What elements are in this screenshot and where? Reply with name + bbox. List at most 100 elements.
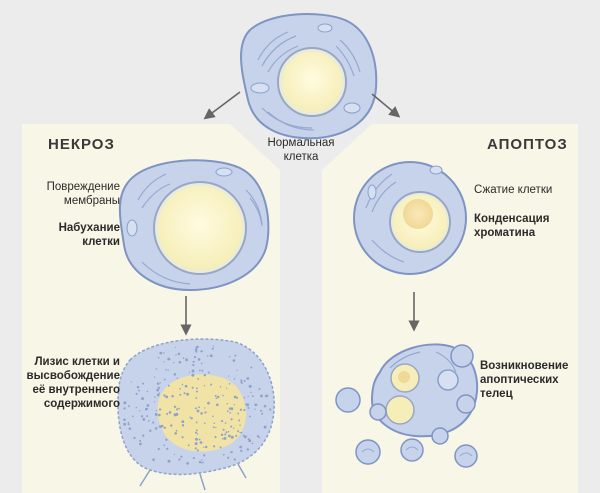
lysis-speck (194, 348, 198, 351)
lysis-speck (240, 379, 243, 382)
lysis-speck (224, 433, 227, 436)
lysis-speck (178, 360, 182, 364)
lysis-speck (228, 375, 230, 377)
lysis-speck (182, 357, 185, 359)
lysis-speck (179, 393, 182, 396)
lysis-speck (263, 425, 267, 429)
lysis-speck (195, 346, 199, 349)
lysis-speck (203, 454, 206, 457)
lysis-speck (238, 419, 241, 422)
lysis-speck (192, 457, 195, 459)
lysis-speck (198, 460, 202, 464)
lysis-speck (132, 415, 134, 418)
lysis-speck (146, 404, 150, 407)
lysis-speck (207, 401, 210, 405)
lysis-speck (194, 442, 198, 446)
lysis-speck (222, 453, 225, 456)
lysis-speck (234, 354, 237, 357)
lysis-speck (146, 390, 149, 393)
lysis-speck (222, 428, 225, 431)
lysis-speck (197, 358, 201, 361)
lysis-speck (136, 385, 140, 389)
lysis-speck (140, 415, 144, 418)
lysis-speck (196, 387, 198, 390)
lysis-speck (236, 369, 238, 371)
lysis-speck (198, 438, 201, 441)
lysis-speck (145, 407, 148, 410)
lysis-speck (166, 447, 169, 450)
lysis-speck (203, 374, 206, 377)
lysis-speck (221, 437, 224, 440)
lysis-speck (200, 412, 203, 415)
lysis-speck (123, 401, 127, 405)
lysis-speck (219, 386, 222, 388)
lysis-speck (215, 427, 217, 429)
lysis-speck (196, 449, 199, 452)
lysis-speck (230, 450, 233, 454)
lysis-speck (246, 377, 250, 380)
lysis-speck (224, 422, 227, 424)
lysis-speck (239, 431, 241, 434)
lysis-speck (128, 427, 132, 430)
lysis-speck (159, 351, 163, 355)
lysis-speck (239, 408, 243, 411)
lysis-speck (200, 362, 203, 365)
lysis-speck (156, 382, 160, 385)
lysis-speck (237, 430, 240, 433)
lysis-speck (240, 449, 243, 453)
lysis-speck (228, 356, 231, 358)
lysis-speck (223, 436, 227, 440)
lysis-speck (204, 445, 208, 449)
lysis-speck (193, 355, 197, 359)
lysis-speck (180, 455, 183, 458)
lysis-speck (167, 384, 170, 387)
lysis-speck (229, 412, 231, 414)
lysis-speck (216, 395, 220, 399)
lysis-speck (198, 406, 200, 409)
lysis-speck (213, 445, 216, 448)
lysis-speck (187, 444, 190, 447)
lysis-speck (179, 387, 181, 390)
lysis-speck (183, 392, 186, 395)
lysis-speck (233, 395, 237, 399)
lysis-speck (250, 366, 253, 369)
lysis-speck (123, 422, 127, 426)
lysis-speck (192, 363, 195, 367)
lysis-speck (239, 424, 241, 426)
lysis-speck (194, 407, 197, 410)
lysis-speck (256, 435, 260, 438)
lysis-speck (170, 424, 173, 427)
lysis-speck (195, 421, 198, 424)
lysis-speck (203, 446, 205, 448)
lysis-speck (198, 369, 201, 372)
lysis-speck (173, 453, 176, 456)
swelling-label: Набухание клетки (58, 222, 120, 248)
apoptotic-bodies-label: Возникновение апоптических телец (480, 360, 569, 400)
lysis-speck (155, 409, 158, 412)
lysis-speck (233, 458, 236, 461)
lysis-speck (195, 350, 198, 353)
lysis-speck (243, 396, 246, 399)
lysis-speck (152, 458, 155, 462)
lysis-speck (213, 422, 216, 425)
lysis-speck (265, 394, 269, 398)
lysis-speck (157, 447, 160, 451)
lysis-speck (123, 407, 126, 410)
lysis-speck (141, 397, 145, 401)
lysis-speck (204, 422, 206, 424)
arrow-to-apoptosis (371, 93, 401, 118)
lysis-speck (260, 394, 263, 398)
lysis-speck (152, 421, 155, 424)
lysis-speck (226, 387, 228, 389)
lysis-speck (230, 425, 233, 428)
lysis-speck (185, 358, 189, 362)
lysis-speck (219, 446, 222, 449)
lysis-speck (260, 409, 263, 412)
lysis-speck (163, 361, 165, 363)
apoptosis-heading: АПОПТОЗ (487, 136, 568, 153)
lysis-speck (254, 408, 256, 410)
lysis-speck (175, 354, 177, 356)
lysis-speck (191, 369, 195, 373)
lysis-speck (155, 368, 158, 370)
lysis-speck (154, 412, 158, 416)
